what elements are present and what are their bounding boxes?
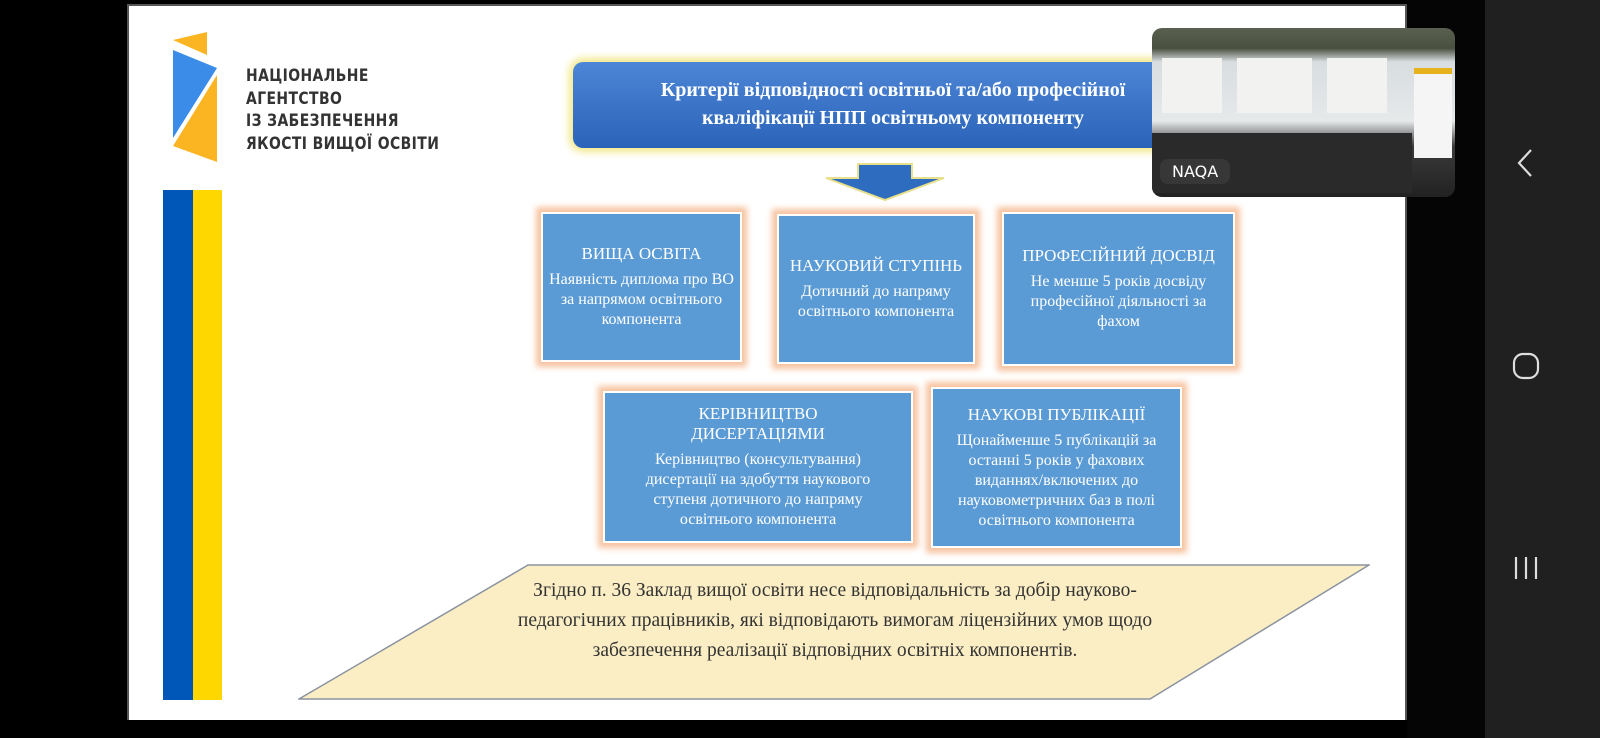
criterion-heading: НАУКОВИЙ СТУПІНЬ	[789, 256, 963, 275]
criterion-text: Не менше 5 років досвіду професійної дія…	[1030, 273, 1207, 330]
slide-title: Критерії відповідності освітньої та/або …	[573, 62, 1213, 148]
title-line: кваліфікації НПП освітньому компоненту	[701, 107, 1085, 129]
logo-line: АГЕНТСТВО	[246, 88, 343, 109]
window	[1162, 58, 1222, 113]
note-parallelogram	[298, 564, 1370, 700]
criterion-text: Керівництво (консультування) дисертації …	[645, 451, 871, 528]
window	[1327, 58, 1387, 113]
criterion-dissertation-supervision: КЕРІВНИЦТВО ДИСЕРТАЦІЯМИ Керівництво (ко…	[603, 391, 913, 543]
criterion-degree: НАУКОВИЙ СТУПІНЬ Дотичний до напряму осв…	[777, 214, 975, 364]
logo-text: НАЦІОНАЛЬНЕ АГЕНТСТВО ІЗ ЗАБЕЗПЕЧЕННЯ ЯК…	[246, 65, 439, 155]
criterion-text: Дотичний до напряму освітнього компонент…	[797, 283, 955, 320]
criterion-higher-education: ВИЩА ОСВІТА Наявність диплома про ВО за …	[541, 212, 742, 362]
window	[1237, 58, 1312, 113]
flag-stripe-yellow	[193, 190, 222, 700]
flag-stripe-blue	[163, 190, 193, 700]
naqa-logo-icon	[173, 32, 217, 162]
logo-line: ЯКОСТІ ВИЩОЇ ОСВІТИ	[246, 133, 440, 154]
home-icon[interactable]	[1512, 352, 1540, 380]
recents-icon[interactable]	[1512, 555, 1540, 581]
video-overlay[interactable]: NAQA	[1152, 28, 1455, 197]
down-arrow-icon	[825, 163, 945, 202]
criterion-text: Наявність диплома про ВО за напрямом осв…	[549, 271, 734, 328]
criterion-heading: КЕРІВНИЦТВО ДИСЕРТАЦІЯМИ	[691, 404, 825, 443]
participant-label: NAQA	[1160, 159, 1231, 184]
criterion-text: Щонайменше 5 публікацій за останні 5 рок…	[956, 431, 1157, 529]
logo-line: НАЦІОНАЛЬНЕ	[246, 66, 369, 86]
criterion-heading: НАУКОВІ ПУБЛІКАЦІЇ	[967, 404, 1146, 424]
title-line: Критерії відповідності освітньої та/або …	[660, 79, 1126, 101]
note-text: Згідно п. 36 Заклад вищої освіти несе ві…	[517, 580, 1153, 661]
logo-line: ІЗ ЗАБЕЗПЕЧЕННЯ	[246, 111, 399, 131]
criterion-experience: ПРОФЕСІЙНИЙ ДОСВІД Не менше 5 років досв…	[1002, 212, 1235, 366]
banner	[1414, 68, 1452, 158]
criterion-publications: НАУКОВІ ПУБЛІКАЦІЇ Щонайменше 5 публікац…	[931, 387, 1182, 548]
criterion-heading: ВИЩА ОСВІТА	[581, 244, 702, 263]
android-nav-bar	[1485, 0, 1600, 738]
back-icon[interactable]	[1515, 148, 1535, 178]
criterion-heading: ПРОФЕСІЙНИЙ ДОСВІД	[1022, 246, 1215, 265]
